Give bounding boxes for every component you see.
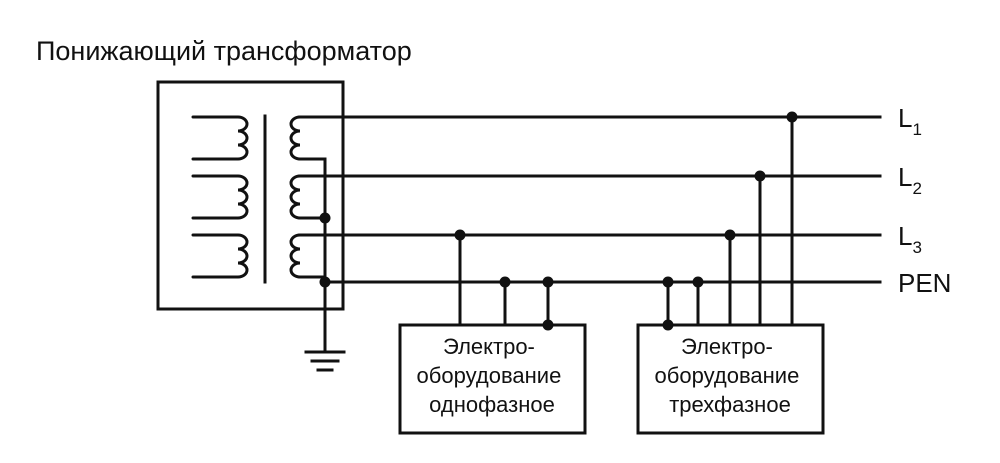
ground-icon (304, 350, 346, 372)
bus-l1-label: L1 (898, 103, 922, 139)
secondary-winding-3 (289, 233, 302, 279)
bus-l2-label: L2 (898, 162, 922, 198)
junction-dot-icon (454, 229, 466, 241)
primary-winding-2 (191, 174, 249, 220)
junction-dot-icon (786, 111, 798, 123)
secondary-winding-1 (289, 115, 302, 161)
junction-dot-icon (724, 229, 736, 241)
junction-dot-icon (499, 276, 511, 288)
junction-dot-icon (754, 170, 766, 182)
transformer-enclosure (156, 80, 345, 311)
junction-dot-icon (319, 276, 331, 288)
secondary-winding-2 (289, 174, 302, 220)
single-phase-equipment-box (398, 323, 587, 435)
diagram-title: Понижающий трансформатор (36, 36, 412, 66)
primary-winding-3 (191, 233, 249, 279)
junction-dot-icon (542, 319, 554, 331)
junction-dot-icon (542, 276, 554, 288)
junction-dot-icon (319, 212, 331, 224)
junction-dot-icon (662, 319, 674, 331)
three-phase-equipment-label: Электро- оборудование трехфазное (655, 334, 806, 417)
neutral-bridge-1 (298, 157, 327, 284)
bus-l3-label: L3 (898, 221, 922, 257)
primary-winding-1 (191, 115, 249, 161)
single-phase-equipment-label: Электро- оборудование однофазное (417, 334, 568, 417)
bus-pen-label: PEN (898, 268, 951, 298)
junction-dot-icon (662, 276, 674, 288)
junction-dot-icon (692, 276, 704, 288)
